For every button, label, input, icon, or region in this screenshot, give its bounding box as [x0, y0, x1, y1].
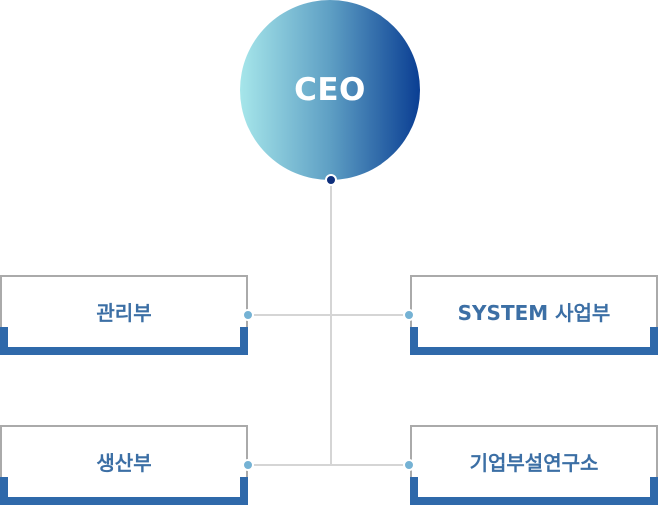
- dept-label: SYSTEM 사업부: [457, 300, 611, 325]
- dept-accent-right: [240, 477, 248, 505]
- dept-accent-right: [240, 327, 248, 355]
- dept-system-business: SYSTEM 사업부: [410, 275, 658, 355]
- dept-accent-left: [0, 327, 8, 355]
- dept-label: 관리부: [96, 300, 152, 325]
- dept-production: 생산부: [0, 425, 248, 505]
- dept-box: SYSTEM 사업부: [410, 275, 658, 355]
- dept-management: 관리부: [0, 275, 248, 355]
- ceo-label: CEO: [294, 72, 366, 108]
- connector-dot-research-institute: [403, 459, 415, 471]
- ceo-node: CEO: [240, 0, 420, 180]
- connector-dot-production: [242, 459, 254, 471]
- dept-label: 기업부설연구소: [469, 450, 599, 475]
- dept-accent-right: [650, 477, 658, 505]
- dept-accent-left: [0, 477, 8, 505]
- connector-dot-system-business: [403, 309, 415, 321]
- dept-box: 관리부: [0, 275, 248, 355]
- dept-box: 생산부: [0, 425, 248, 505]
- dept-research-institute: 기업부설연구소: [410, 425, 658, 505]
- dept-label: 생산부: [96, 450, 152, 475]
- connector-dot-management: [242, 309, 254, 321]
- ceo-connector-dot: [325, 174, 337, 186]
- dept-accent-left: [410, 327, 418, 355]
- dept-accent-left: [410, 477, 418, 505]
- dept-accent-right: [650, 327, 658, 355]
- dept-box: 기업부설연구소: [410, 425, 658, 505]
